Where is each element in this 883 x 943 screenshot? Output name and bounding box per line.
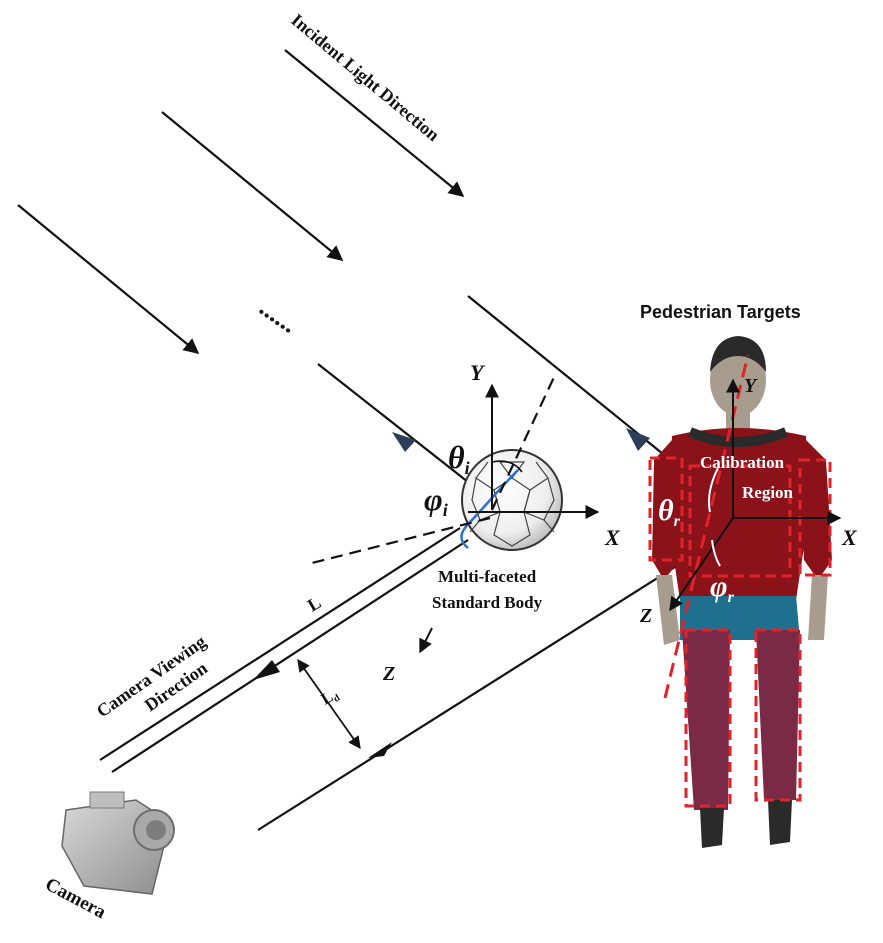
- pedestrian-left-forearm: [656, 575, 680, 645]
- sphere-normal-dashed: [491, 374, 556, 511]
- multi-faceted-label-2: Standard Body: [432, 593, 543, 612]
- camera-top: [89, 791, 125, 809]
- target-y-label: Y: [744, 375, 758, 397]
- sphere-z-label: Z: [382, 663, 395, 685]
- incident-dots: ......: [254, 293, 303, 339]
- camera: Camera: [42, 791, 175, 923]
- pedestrian-targets-title: Pedestrian Targets: [640, 302, 801, 322]
- calibration-region-label-2: Region: [742, 483, 794, 502]
- incident-arrow-1: [284, 49, 465, 197]
- pedestrian-left-arm: [652, 440, 682, 580]
- multi-faceted-standard-body: Y X Z θi φi Multi-faceted Standard Body: [311, 360, 621, 685]
- pedestrian-target: Pedestrian Targets Y X: [639, 302, 858, 848]
- camera-viewing-lines: L Ld Camera Viewing Direction: [93, 527, 706, 831]
- pedestrian-hair: [710, 336, 766, 372]
- target-viewing-line: [257, 547, 706, 831]
- faceted-sphere: [461, 449, 563, 551]
- viewing-line-lower: [111, 539, 469, 773]
- pedestrian-right-leg: [756, 630, 800, 800]
- pedestrian-right-forearm: [808, 575, 828, 640]
- pedestrian-shoes: [700, 800, 792, 848]
- theta-r-arc: [708, 467, 719, 513]
- viewing-line-upper: [99, 527, 461, 761]
- calibration-region-label-1: Calibration: [700, 453, 785, 472]
- incident-arrowhead-sphere: [392, 432, 416, 452]
- target-z-axis: [669, 517, 734, 612]
- pedestrian-left-leg: [682, 630, 730, 810]
- theta-r-label: θr: [658, 494, 681, 530]
- target-normal-dashed: [663, 354, 750, 699]
- target-viewing-arrowhead: [368, 742, 392, 758]
- camera-lens-inner: [146, 820, 166, 840]
- target-z-label: Z: [639, 605, 652, 627]
- sphere-projection-dashed: [311, 516, 491, 565]
- theta-i-label: θi: [448, 439, 470, 478]
- sphere-z-axis: [419, 627, 433, 654]
- target-x-label: X: [841, 525, 858, 550]
- phi-r-arc: [711, 539, 721, 567]
- incident-arrowhead-target: [626, 428, 650, 451]
- sphere-x-label: X: [604, 525, 621, 550]
- pedestrian-torso: [668, 428, 808, 600]
- pedestrian-collar: [688, 427, 788, 447]
- phi-r-label: φr: [710, 570, 735, 606]
- theta-i-arc: [491, 460, 523, 473]
- pedestrian-right-arm: [800, 440, 832, 580]
- incident-light-label: Incident Light Direction: [287, 10, 443, 145]
- incident-light-arrows: ...... Incident Light Direction: [17, 10, 701, 485]
- incident-arrow-2: [161, 111, 344, 261]
- ld-dimension-line: [297, 658, 361, 750]
- sphere-y-label: Y: [470, 360, 486, 385]
- incident-arrow-3: [17, 204, 200, 354]
- multi-faceted-label-1: Multi-faceted: [438, 567, 537, 586]
- phi-i-label: φi: [424, 481, 448, 520]
- distance-l-label: L: [304, 592, 324, 615]
- incident-arrow-to-sphere: [317, 363, 469, 483]
- viewing-arrowhead: [253, 660, 280, 680]
